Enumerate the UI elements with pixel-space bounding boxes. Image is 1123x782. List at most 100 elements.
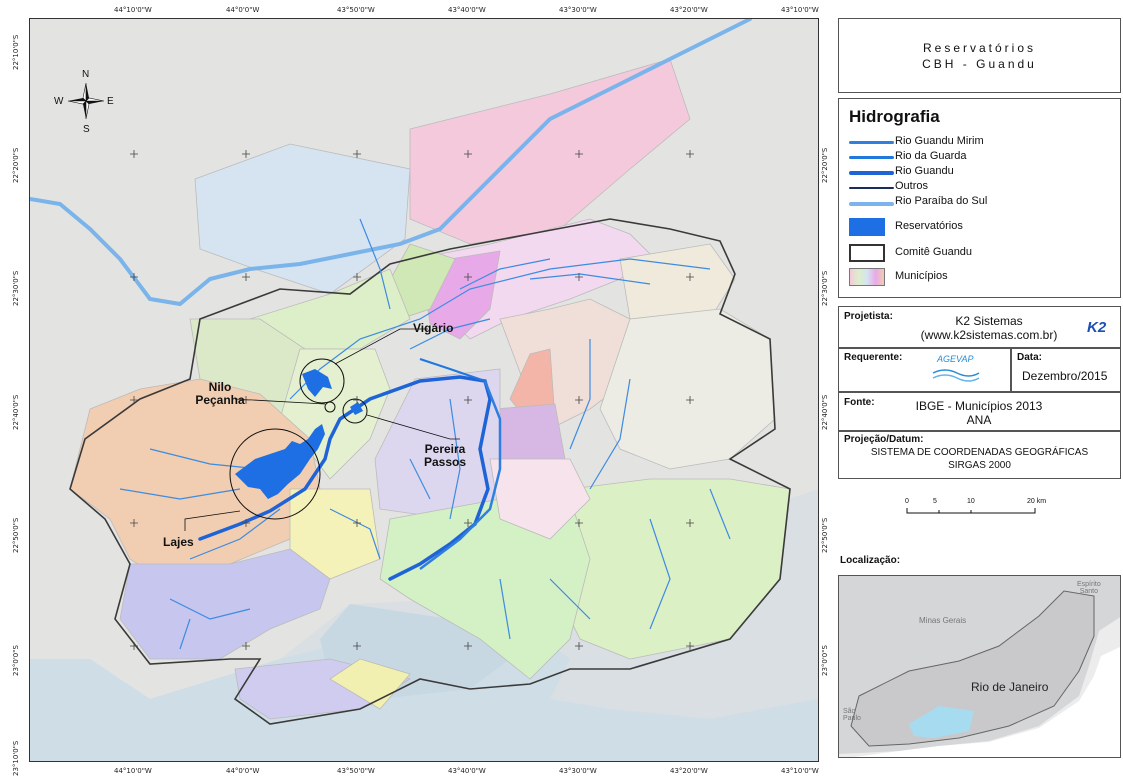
callout-circle-pereira-passos <box>342 398 368 424</box>
lat-label-right-2: 22°30'0"S <box>821 270 829 306</box>
projecao-box: Projeção/Datum: SISTEMA DE COORDENADAS G… <box>838 431 1121 479</box>
inset-label-espirito-santo: Espírito Santo <box>1077 581 1101 595</box>
legend-symbol-committee <box>849 244 885 262</box>
lon-label-top-2: 44°0'0"W <box>226 6 260 14</box>
scale-tick-0: 0 <box>905 498 909 505</box>
projetista-name: K2 Sistemas <box>955 314 1023 328</box>
rio-paraiba-do-sul <box>30 19 752 307</box>
scale-bar-graphic <box>906 508 1036 514</box>
municipality-yellow <box>289 488 381 580</box>
projecao-line-1: SISTEMA DE COORDENADAS GEOGRÁFICAS <box>870 447 1089 458</box>
inset-label-minas-gerais: Minas Gerais <box>919 616 967 625</box>
inset-label-rio-de-janeiro: Rio de Janeiro <box>971 680 1049 694</box>
lat-label-right-5: 23°0'0"S <box>821 645 829 676</box>
projecao-label: Projeção/Datum: <box>844 434 924 445</box>
lat-label-right-1: 22°20'0"S <box>821 147 829 183</box>
legend-label-municipalities: Municípios <box>895 270 948 282</box>
legend-symbol-guandu-mirim <box>849 141 894 144</box>
main-map[interactable]: N S E W Vigário Nilo Peçanha Pereira Pas… <box>29 18 819 762</box>
lon-label-top-1: 44°10'0"W <box>114 6 152 14</box>
lon-label-top-7: 43°10'0"W <box>781 6 819 14</box>
minor-rivers <box>119 218 731 650</box>
lat-label-right-3: 22°40'0"S <box>821 394 829 430</box>
legend-heading: Hidrografia <box>849 107 940 126</box>
callout-circle-vigario <box>299 358 345 404</box>
reservoir-pereira-passos <box>350 402 363 415</box>
committee-boundary <box>69 218 791 725</box>
lat-label-left-3: 22°30'0"S <box>12 270 20 306</box>
lon-label-bottom-3: 43°50'0"W <box>337 767 375 775</box>
label-nilo-pecanha: Nilo Peçanha <box>195 380 245 407</box>
lat-label-left-6: 23°0'0"S <box>12 645 20 676</box>
title-line-1: Reservatórios <box>922 41 1037 55</box>
inset-ocean <box>854 646 1120 757</box>
map-canvas <box>30 19 818 761</box>
lon-label-top-4: 43°40'0"W <box>448 6 486 14</box>
compass-e: E <box>107 96 114 107</box>
lon-label-bottom-7: 43°10'0"W <box>781 767 819 775</box>
municipality-north-west <box>194 143 411 295</box>
reservoir-lajes <box>235 424 325 499</box>
k2-logo: K2 <box>1087 319 1107 336</box>
scale-tick-20: 20 km <box>1027 498 1047 505</box>
callout-circle-nilo-pecanha <box>324 401 336 413</box>
reservoir-vigario <box>302 369 332 397</box>
compass-n: N <box>82 69 90 80</box>
compass-s: S <box>83 124 90 135</box>
lat-label-left-7: 23°10'0"S <box>12 740 20 776</box>
legend-symbol-outros <box>849 187 894 189</box>
agevap-logo: AGEVAP <box>937 354 974 364</box>
legend-label-paraiba-do-sul: Rio Paraíba do Sul <box>895 195 988 207</box>
data-label: Data: <box>1017 352 1043 363</box>
requerente-box: Requerente: AGEVAP <box>838 348 1011 392</box>
lon-label-bottom-4: 43°40'0"W <box>448 767 486 775</box>
lat-label-left-4: 22°40'0"S <box>12 394 20 430</box>
lon-label-top-6: 43°20'0"W <box>670 6 708 14</box>
legend-label-rio-da-guarda: Rio da Guarda <box>895 150 967 162</box>
municipality-south-west-blue <box>119 548 331 660</box>
legend-symbol-rio-da-guarda <box>849 156 894 159</box>
fonte-line-1: IBGE - Municípios 2013 <box>915 399 1043 413</box>
callout-circle-lajes <box>229 428 321 520</box>
fonte-label: Fonte: <box>844 397 875 408</box>
lat-label-left-2: 22°20'0"S <box>12 147 20 183</box>
compass-rose-icon <box>67 82 105 120</box>
requerente-label: Requerente: <box>844 352 903 363</box>
legend-symbol-paraiba-do-sul <box>849 202 894 206</box>
inset-label-sao-paulo: São Paulo <box>843 708 861 722</box>
lon-label-bottom-5: 43°30'0"W <box>559 767 597 775</box>
lat-label-left-1: 22°10'0"S <box>12 34 20 70</box>
legend-symbol-reservoirs <box>849 218 885 236</box>
legend-box: Hidrografia Rio Guandu Mirim Rio da Guar… <box>838 98 1121 298</box>
label-vigario: Vigário <box>413 321 454 335</box>
graticule-crosses <box>130 150 694 650</box>
fonte-line-2: ANA <box>966 413 992 427</box>
inset-rio-de-janeiro-state <box>850 590 1095 747</box>
title-box: Reservatórios CBH - Guandu <box>838 18 1121 93</box>
agevap-wave-icon <box>932 369 980 382</box>
inset-study-area <box>909 706 974 738</box>
label-pereira-passos: Pereira Passos <box>423 442 467 469</box>
lon-label-top-5: 43°30'0"W <box>559 6 597 14</box>
scale-bar: 0 5 10 20 km <box>905 498 1065 518</box>
municipality-island-yellow <box>329 658 411 710</box>
legend-symbol-municipalities <box>849 268 885 286</box>
legend-label-guandu-mirim: Rio Guandu Mirim <box>895 135 984 147</box>
municipality-north-pink <box>409 58 691 245</box>
title-line-2: CBH - Guandu <box>922 57 1037 71</box>
projetista-box: Projetista: K2 Sistemas (www.k2sistemas.… <box>838 306 1121 348</box>
legend-symbol-rio-guandu <box>849 171 894 175</box>
lat-label-right-4: 22°50'0"S <box>821 517 829 553</box>
legend-label-outros: Outros <box>895 180 929 192</box>
projetista-label: Projetista: <box>844 311 893 322</box>
lat-label-left-5: 22°50'0"S <box>12 517 20 553</box>
municipality-south-pink <box>489 458 591 540</box>
legend-label-committee: Comitê Guandu <box>895 246 973 258</box>
localizacao-label: Localização: <box>840 555 901 566</box>
lon-label-bottom-1: 44°10'0"W <box>114 767 152 775</box>
location-inset-map[interactable]: Espírito Santo Minas Gerais Rio de Janei… <box>838 575 1121 758</box>
lon-label-bottom-6: 43°20'0"W <box>670 767 708 775</box>
compass-w: W <box>54 96 64 107</box>
scale-tick-5: 5 <box>933 498 937 505</box>
fonte-box: Fonte: IBGE - Municípios 2013 ANA <box>838 392 1121 431</box>
